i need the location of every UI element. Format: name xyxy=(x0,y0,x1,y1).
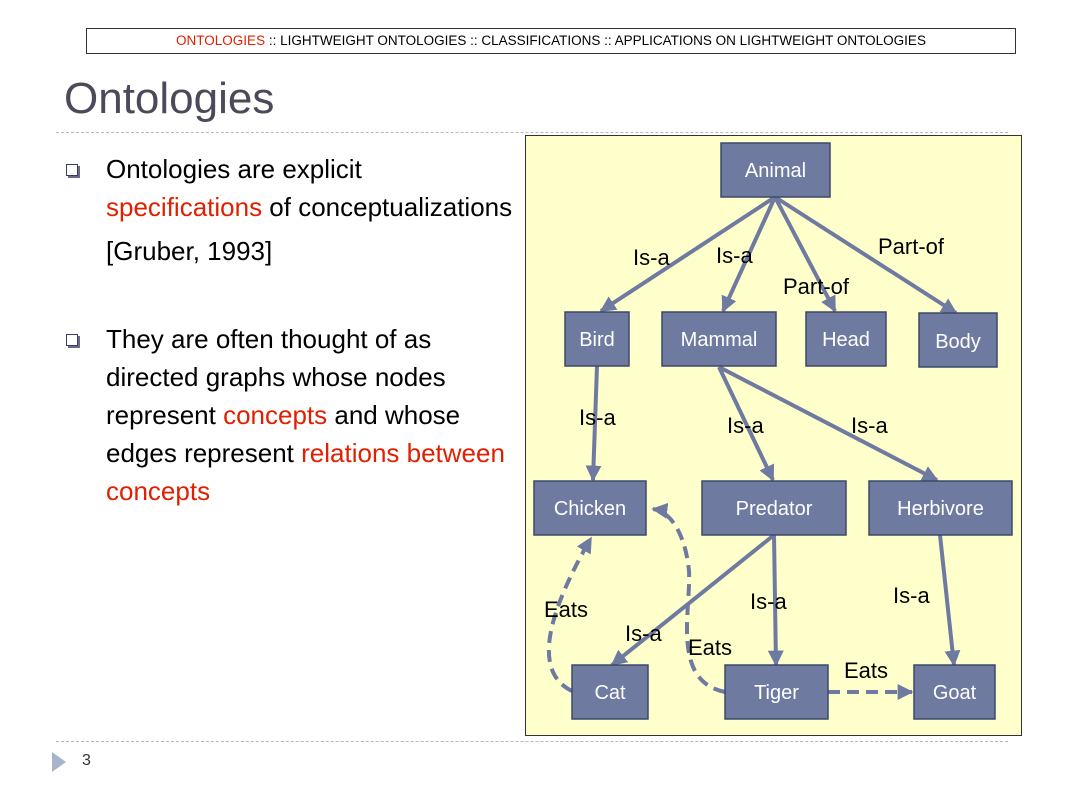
node-label-tiger: Tiger xyxy=(754,682,799,704)
edge-tiger-chicken-eats xyxy=(651,502,726,694)
edge-label-bird-chicken: Is-a xyxy=(579,405,616,430)
node-label-head: Head xyxy=(822,329,870,351)
node-tiger: Tiger xyxy=(724,664,829,720)
node-bird: Bird xyxy=(564,311,630,367)
node-herbivore: Herbivore xyxy=(868,480,1013,536)
bullet-square-icon xyxy=(66,334,78,346)
edge-label-animal-bird: Is-a xyxy=(633,245,670,270)
edge-label-mammal-herbivore: Is-a xyxy=(851,413,888,438)
title-divider xyxy=(56,132,1008,133)
node-chicken: Chicken xyxy=(533,480,647,536)
edge-label-animal-body: Part-of xyxy=(878,234,945,259)
node-cat: Cat xyxy=(571,664,649,720)
page-triangle-icon xyxy=(52,752,66,772)
node-mammal: Mammal xyxy=(661,311,777,367)
edge-animal-head xyxy=(773,196,837,313)
bullet-item-graphs: They are often thought of as directed gr… xyxy=(64,320,514,510)
bullet-item-definition: Ontologies are explicit specifications o… xyxy=(64,150,514,270)
edge-animal-mammal xyxy=(721,196,777,313)
page-title: Ontologies xyxy=(64,74,275,123)
edge-animal-body xyxy=(773,195,958,315)
highlight-specifications: specifications xyxy=(106,192,263,222)
node-label-predator: Predator xyxy=(736,498,813,520)
edge-label-animal-mammal: Is-a xyxy=(716,243,753,268)
node-label-herbivore: Herbivore xyxy=(897,498,984,520)
highlight-relations: relations between concepts xyxy=(106,438,505,506)
footer-divider xyxy=(56,741,1008,742)
node-body: Body xyxy=(918,312,998,368)
edge-label-predator-tiger: Is-a xyxy=(750,589,787,614)
edge-label-predator-cat: Is-a xyxy=(625,621,662,646)
bullet-text: They are often thought of as directed gr… xyxy=(106,324,446,430)
edge-label-animal-head: Part-of xyxy=(783,274,850,299)
edge-label-cat-chicken: Eats xyxy=(544,597,588,622)
node-head: Head xyxy=(805,311,887,367)
breadcrumb-active: ONTOLOGIES xyxy=(176,33,266,48)
edge-predator-tiger xyxy=(767,534,784,667)
node-label-chicken: Chicken xyxy=(554,498,626,520)
node-goat: Goat xyxy=(913,664,996,720)
bullet-square-icon xyxy=(66,164,78,176)
bullet-text: and whose edges represent xyxy=(106,400,461,468)
citation: [Gruber, 1993] xyxy=(106,236,273,266)
bullet-text: of conceptualizations xyxy=(262,192,513,222)
page-number: 3 xyxy=(82,752,91,769)
edge-mammal-predator xyxy=(717,366,775,482)
node-predator: Predator xyxy=(701,480,847,536)
edge-label-tiger-chicken: Eats xyxy=(688,635,732,660)
edge-label-mammal-predator: Is-a xyxy=(727,413,764,438)
ontology-diagram: Is-a Is-a Part-of Part-of Is-a Is-a Is-a… xyxy=(525,135,1022,736)
node-label-cat: Cat xyxy=(594,682,626,704)
edge-cat-chicken-eats xyxy=(547,536,593,693)
node-animal: Animal xyxy=(720,142,831,198)
node-label-body: Body xyxy=(935,331,981,353)
edge-label-tiger-goat: Eats xyxy=(844,658,888,683)
bullet-text: Ontologies are explicit xyxy=(106,154,362,184)
bullet-list: Ontologies are explicit specifications o… xyxy=(64,150,514,510)
edge-animal-bird xyxy=(599,195,777,313)
edge-predator-cat xyxy=(610,533,776,667)
node-label-animal: Animal xyxy=(745,160,806,182)
edge-mammal-herbivore xyxy=(718,365,939,482)
highlight-concepts: concepts xyxy=(223,400,328,430)
node-label-bird: Bird xyxy=(579,329,615,351)
edge-label-herbivore-goat: Is-a xyxy=(893,583,930,608)
edge-bird-chicken xyxy=(585,365,602,482)
node-label-goat: Goat xyxy=(933,682,977,704)
breadcrumb-rest: :: LIGHTWEIGHT ONTOLOGIES :: CLASSIFICAT… xyxy=(265,33,926,48)
edge-herbivore-goat xyxy=(938,534,961,667)
breadcrumb: ONTOLOGIES :: LIGHTWEIGHT ONTOLOGIES :: … xyxy=(86,28,1016,54)
node-label-mammal: Mammal xyxy=(681,329,758,351)
